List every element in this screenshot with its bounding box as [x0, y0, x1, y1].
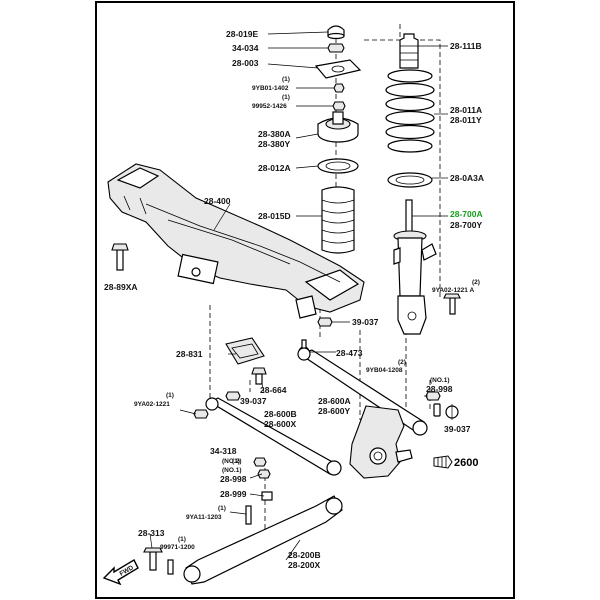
label-28-019E: 28-019E — [226, 29, 258, 39]
label-28-400: 28-400 — [204, 196, 231, 206]
label-28-473: 28-473 — [336, 348, 363, 358]
rear-crossmember — [107, 163, 365, 319]
label-28-600Y: 28-600Y — [318, 406, 350, 416]
label-34-034: 34-034 — [232, 43, 259, 53]
label-qty-2a: (2) — [472, 279, 480, 286]
label-9YB04-1208: 9YB04-1208 — [366, 367, 403, 374]
leader-lines — [149, 31, 453, 561]
label-no2: (NO.2) — [222, 458, 242, 465]
label-28-89XA: 28-89XA — [104, 282, 138, 292]
label-qty-1a: (1) — [282, 76, 290, 83]
label-qty-1e: (1) — [218, 505, 226, 512]
shock-absorber-strut — [393, 199, 437, 335]
label-28-011A: 28-011A — [450, 105, 482, 115]
label-28-600A: 28-600A — [318, 396, 351, 406]
label-39-037c: 39-037 — [444, 424, 471, 434]
label-28-0A3A: 28-0A3A — [450, 173, 484, 183]
label-99971-1200: 99971-1200 — [160, 544, 195, 551]
crossmember-bolt — [111, 243, 129, 271]
spring-lower-seat — [387, 172, 433, 188]
label-9YA02-1221-A: 9YA02-1221 A — [432, 287, 474, 294]
fasteners — [143, 293, 461, 575]
rear-knuckle — [349, 405, 413, 479]
label-99952-1426: 99952-1426 — [252, 103, 287, 110]
label-28-111B: 28-111B — [450, 41, 482, 51]
label-28-380Y: 28-380Y — [258, 139, 290, 149]
hatched-arrow-icon — [433, 455, 453, 469]
label-no1a: (NO.1) — [430, 377, 450, 384]
label-28-600B: 28-600B — [264, 409, 297, 419]
label-9YA11-1203: 9YA11-1203 — [186, 514, 222, 521]
label-2600: 2600 — [454, 457, 478, 469]
lateral-link-600B — [205, 397, 342, 476]
label-28-999: 28-999 — [220, 489, 247, 499]
label-28-600X: 28-600X — [264, 419, 296, 429]
label-34-318: 34-318 — [210, 446, 237, 456]
label-qty-2b: (2) — [398, 359, 406, 366]
label-28-003: 28-003 — [232, 58, 259, 68]
label-qty-1b: (1) — [282, 94, 290, 101]
label-28-200B: 28-200B — [288, 550, 321, 560]
bracket-28-831 — [225, 337, 265, 365]
coil-spring — [385, 69, 435, 153]
label-28-015D: 28-015D — [258, 211, 291, 221]
label-9YA02-1221: 9YA02-1221 — [134, 401, 170, 408]
label-28-700Y: 28-700Y — [450, 220, 482, 230]
label-39-037a: 39-037 — [352, 317, 379, 327]
label-28-700A: 28-700A — [450, 209, 483, 219]
part-labels: 28-019E 34-034 28-003 (1) 9YB01-1402 (1)… — [104, 29, 484, 570]
label-39-037b: 39-037 — [240, 396, 267, 406]
label-9YB01-1402: 9YB01-1402 — [252, 85, 289, 92]
label-28-664: 28-664 — [260, 385, 287, 395]
label-28-831: 28-831 — [176, 349, 203, 359]
label-no1b: (NO.1) — [222, 467, 242, 474]
label-28-012A: 28-012A — [258, 163, 291, 173]
label-qty-1c: (1) — [166, 392, 174, 399]
label-28-380A: 28-380A — [258, 129, 291, 139]
label-qty-1f: (1) — [178, 536, 186, 543]
top-mount-parts — [314, 25, 362, 254]
label-28-200X: 28-200X — [288, 560, 320, 570]
label-28-011Y: 28-011Y — [450, 115, 482, 125]
label-qty-1d: (1) — [232, 458, 240, 465]
bump-stop — [399, 33, 419, 69]
label-28-998b: 28-998 — [220, 474, 247, 484]
trailing-link-200B — [183, 495, 343, 585]
label-28-998a: 28-998 — [426, 384, 453, 394]
label-28-313: 28-313 — [138, 528, 165, 538]
